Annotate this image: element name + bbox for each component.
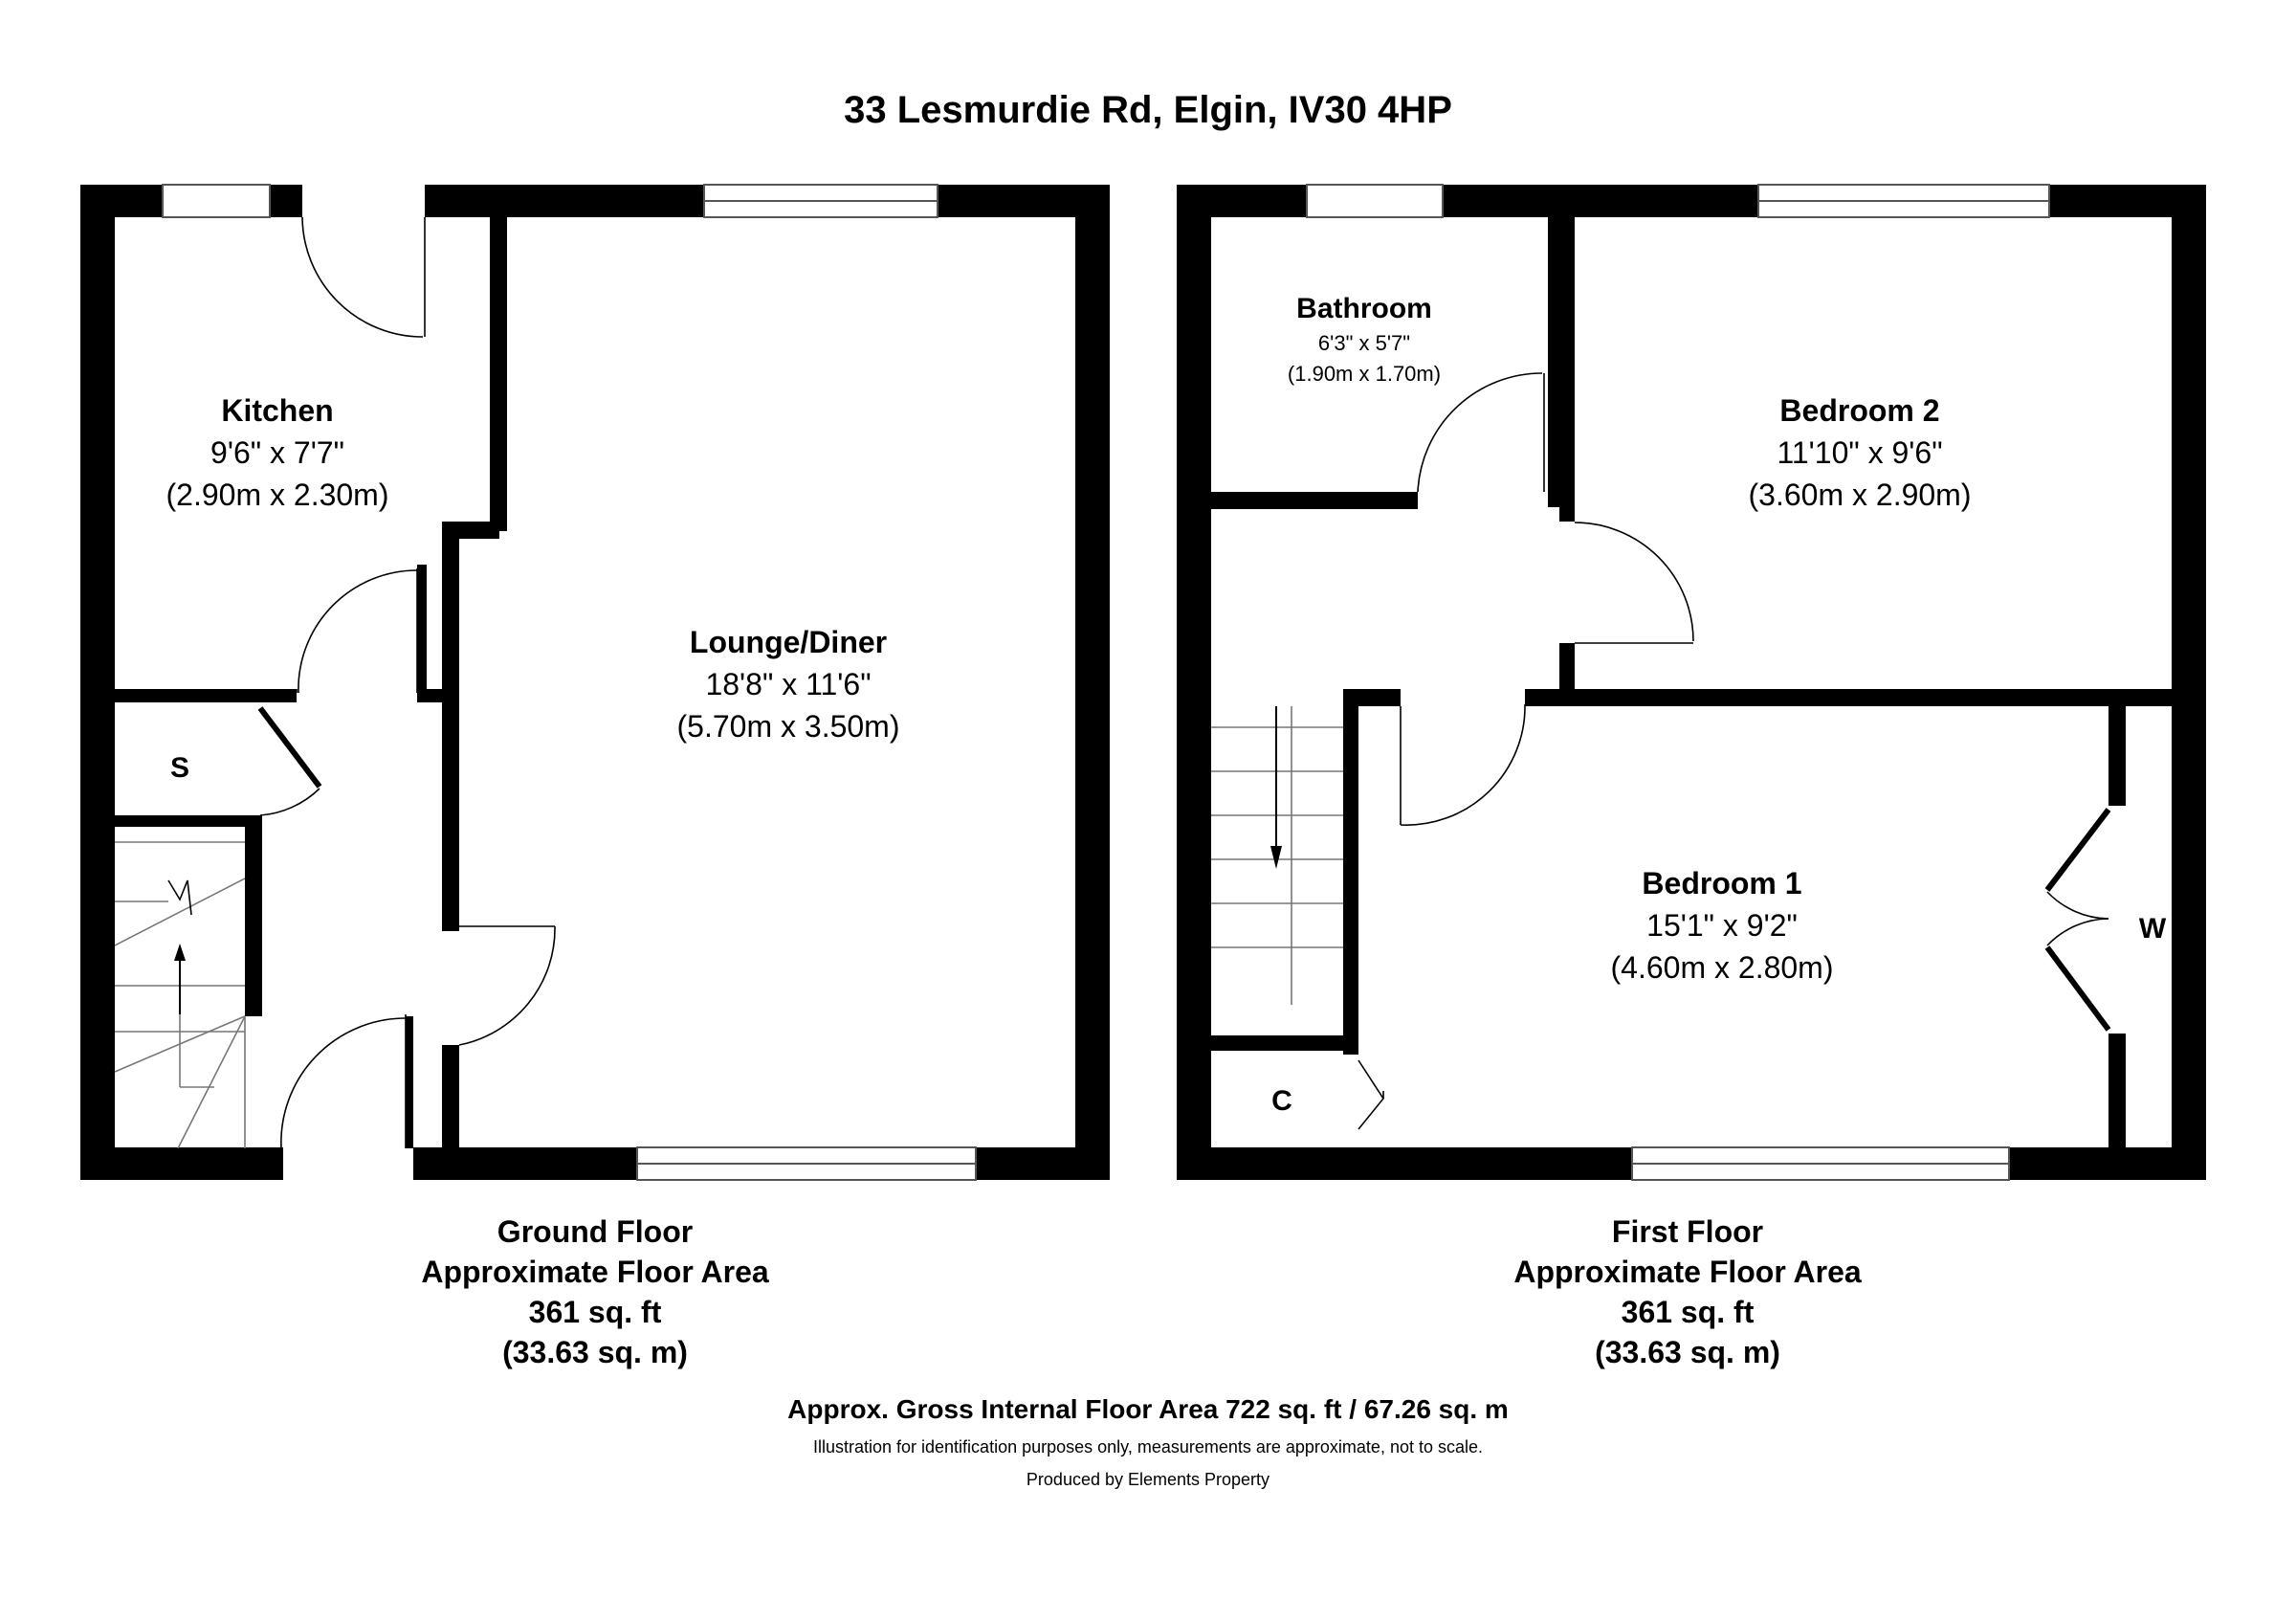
bedroom2-label: Bedroom 2 11'10" x 9'6" (3.60m x 2.90m) xyxy=(1749,393,1972,512)
cupboard-label: C xyxy=(1271,1085,1292,1117)
bathroom-label: Bathroom 6'3" x 5'7" (1.90m x 1.70m) xyxy=(1288,293,1441,386)
ground-floor-stairs xyxy=(114,841,246,1149)
first-floor-walls xyxy=(1177,185,2206,1180)
cupboard-door xyxy=(1358,1059,1384,1130)
svg-text:(3.60m x 2.90m): (3.60m x 2.90m) xyxy=(1749,478,1972,512)
svg-text:361 sq. ft: 361 sq. ft xyxy=(1622,1295,1755,1329)
lounge-label: Lounge/Diner 18'8" x 11'6" (5.70m x 3.50… xyxy=(677,625,900,744)
producer-credit: Produced by Elements Property xyxy=(1027,1470,1269,1489)
svg-text:11'10" x 9'6": 11'10" x 9'6" xyxy=(1777,435,1942,470)
plan-title: 33 Lesmurdie Rd, Elgin, IV30 4HP xyxy=(844,89,1452,131)
kitchen-window xyxy=(162,184,271,218)
kitchen-label: Kitchen 9'6" x 7'7" (2.90m x 2.30m) xyxy=(166,393,389,512)
ground-floor-walls xyxy=(80,185,1110,1180)
svg-text:Kitchen: Kitchen xyxy=(221,393,333,428)
svg-text:(33.63 sq. m): (33.63 sq. m) xyxy=(1595,1335,1780,1369)
bedroom1-label: Bedroom 1 15'1" x 9'2" (4.60m x 2.80m) xyxy=(1611,866,1834,985)
svg-text:Bathroom: Bathroom xyxy=(1296,293,1432,324)
svg-text:(5.70m x 3.50m): (5.70m x 3.50m) xyxy=(677,709,900,744)
lounge-door xyxy=(458,925,556,1046)
svg-text:361 sq. ft: 361 sq. ft xyxy=(529,1295,662,1329)
first-floor-plan: Bathroom 6'3" x 5'7" (1.90m x 1.70m) Bed… xyxy=(1177,184,2206,1181)
bathroom-window xyxy=(1306,184,1444,218)
svg-text:Approximate Floor Area: Approximate Floor Area xyxy=(421,1255,769,1289)
svg-text:6'3" x 5'7": 6'3" x 5'7" xyxy=(1318,331,1410,355)
ground-floor-plan: Kitchen 9'6" x 7'7" (2.90m x 2.30m) Loun… xyxy=(80,184,1110,1181)
svg-text:Lounge/Diner: Lounge/Diner xyxy=(690,625,887,659)
svg-text:Approximate Floor Area: Approximate Floor Area xyxy=(1513,1255,1862,1289)
svg-text:Bedroom 2: Bedroom 2 xyxy=(1779,393,1939,428)
wardrobe-doors xyxy=(2044,808,2111,1032)
svg-text:(1.90m x 1.70m): (1.90m x 1.70m) xyxy=(1288,362,1441,386)
disclaimer: Illustration for identification purposes… xyxy=(813,1437,1483,1456)
svg-text:15'1" x 9'2": 15'1" x 9'2" xyxy=(1646,908,1798,943)
svg-text:Ground Floor: Ground Floor xyxy=(497,1214,693,1249)
svg-text:(33.63 sq. m): (33.63 sq. m) xyxy=(502,1335,688,1369)
bedroom1-door xyxy=(1400,703,1526,826)
gross-area: Approx. Gross Internal Floor Area 722 sq… xyxy=(787,1394,1509,1424)
store-door xyxy=(257,706,322,816)
first-floor-area: First Floor Approximate Floor Area 361 s… xyxy=(1513,1214,1862,1369)
bathroom-door xyxy=(1417,372,1545,493)
svg-text:9'6" x 7'7": 9'6" x 7'7" xyxy=(210,435,344,470)
store-label: S xyxy=(170,752,189,784)
front-door xyxy=(280,1014,407,1149)
kitchen-back-door xyxy=(301,216,426,338)
bedroom2-door xyxy=(1574,522,1694,644)
svg-text:Bedroom 1: Bedroom 1 xyxy=(1642,866,1801,900)
kitchen-door xyxy=(296,568,418,694)
svg-text:First Floor: First Floor xyxy=(1612,1214,1763,1249)
ground-floor-area: Ground Floor Approximate Floor Area 361 … xyxy=(421,1214,769,1369)
first-floor-stairs xyxy=(1211,706,1343,1005)
svg-text:(2.90m x 2.30m): (2.90m x 2.30m) xyxy=(166,478,389,512)
svg-text:(4.60m x 2.80m): (4.60m x 2.80m) xyxy=(1611,950,1834,985)
svg-text:18'8" x 11'6": 18'8" x 11'6" xyxy=(705,667,871,701)
wardrobe-label: W xyxy=(2139,913,2167,945)
